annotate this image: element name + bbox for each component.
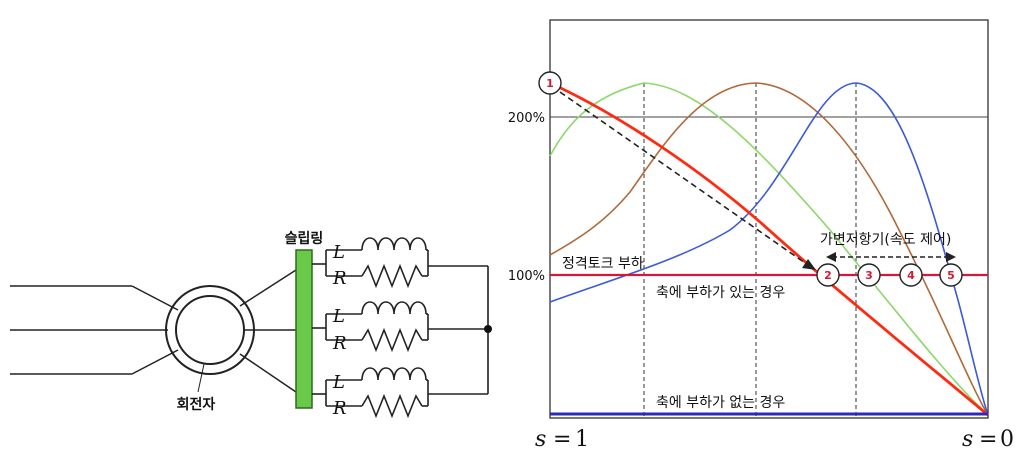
resistor-label-2: R xyxy=(332,333,347,354)
resistor-label-3: R xyxy=(332,398,347,419)
resistor-label-1: R xyxy=(332,268,347,289)
star-point xyxy=(484,325,492,333)
inductor-2-icon xyxy=(361,301,427,315)
speed-arrow-right-icon xyxy=(946,252,956,262)
inductor-3-icon xyxy=(361,367,427,381)
svg-text:=: = xyxy=(979,427,997,452)
transition-arrow xyxy=(559,91,809,266)
phase-branches xyxy=(312,237,489,419)
svg-text:2: 2 xyxy=(824,269,832,282)
slip-ring-bar xyxy=(295,249,313,409)
inductor-1-icon xyxy=(361,237,427,251)
svg-text:s: s xyxy=(535,427,546,452)
marker-4: 4 xyxy=(899,263,923,287)
with-load-label: 축에 부하가 있는 경우 xyxy=(656,285,785,301)
brown-torque-curve xyxy=(549,82,989,416)
green-torque-curve xyxy=(549,82,989,416)
transition-arrowhead-icon xyxy=(802,259,816,270)
marker-1: 1 xyxy=(538,71,562,95)
inductor-label-3: L xyxy=(332,372,345,393)
rotor-circle xyxy=(175,295,245,365)
resistor-2-icon xyxy=(361,327,423,353)
inductor-label-2: L xyxy=(332,306,345,327)
svg-text:s: s xyxy=(962,427,973,452)
y-tick-200: 200% xyxy=(508,111,545,126)
marker-2: 2 xyxy=(816,263,840,287)
rated-load-label: 정격토크 부하 xyxy=(562,256,644,272)
svg-text:4: 4 xyxy=(907,269,915,282)
x-label-s0: s = 0 xyxy=(962,427,1014,452)
marker-3: 3 xyxy=(857,263,881,287)
marker-5: 5 xyxy=(939,263,963,287)
svg-text:=: = xyxy=(553,427,571,452)
torque-slip-chart: 1 2 3 4 5 200% 100% 정격토크 부하 축에 부하가 있는 경우… xyxy=(508,19,1014,452)
inductor-label-1: L xyxy=(332,242,345,263)
speed-arrow-left-icon xyxy=(826,252,836,262)
svg-text:3: 3 xyxy=(865,269,873,282)
stator-circle xyxy=(165,285,255,375)
svg-text:0: 0 xyxy=(1000,427,1014,452)
wound-rotor-circuit xyxy=(10,269,297,393)
red-torque-curve xyxy=(549,81,989,417)
svg-text:1: 1 xyxy=(575,427,589,452)
resistor-1-icon xyxy=(361,263,423,289)
peak-verticals xyxy=(643,83,857,418)
resistor-3-icon xyxy=(361,393,423,419)
svg-text:1: 1 xyxy=(546,77,554,90)
chart-frame xyxy=(549,19,989,419)
y-tick-100: 100% xyxy=(508,269,545,284)
no-load-label: 축에 부하가 없는 경우 xyxy=(656,395,785,411)
blue-torque-curve xyxy=(549,82,989,416)
svg-text:5: 5 xyxy=(947,269,955,282)
variable-resistor-label: 가변저항기(속도 제어) xyxy=(820,232,951,248)
rotor-label: 회전자 xyxy=(177,396,216,413)
x-label-s1: s = 1 xyxy=(535,427,589,452)
slip-ring-label: 슬립링 xyxy=(285,230,324,247)
